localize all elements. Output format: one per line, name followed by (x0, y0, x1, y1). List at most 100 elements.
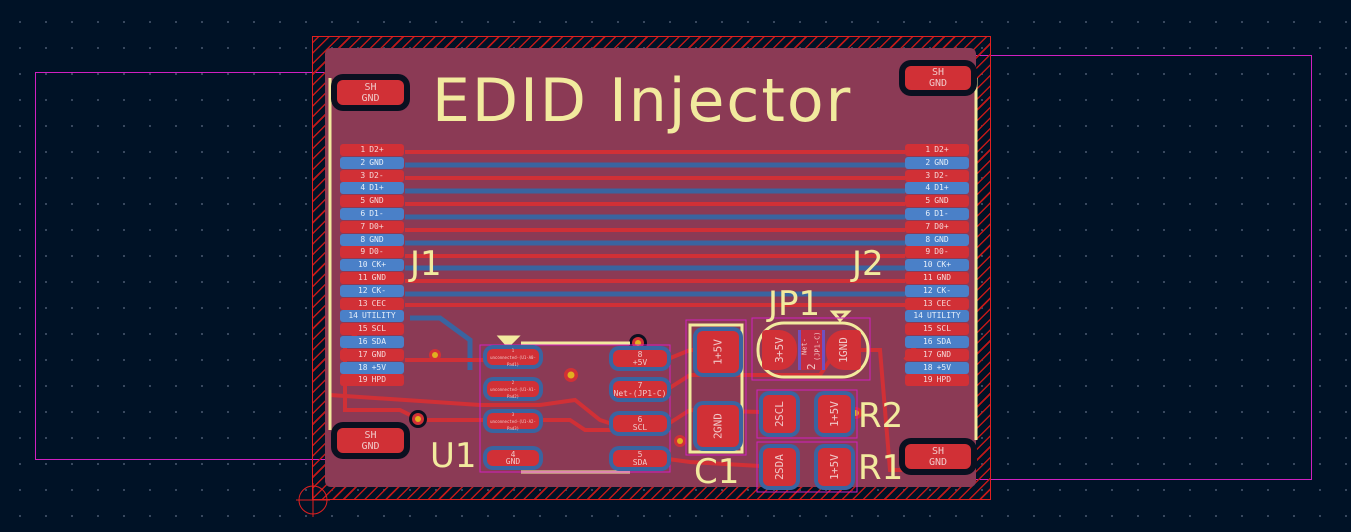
r2-pad-1[interactable]: 1+5V (818, 395, 851, 433)
pad-net: +5V (936, 362, 952, 372)
pad-net: D2+ (934, 145, 949, 154)
jp1-pad-3[interactable]: 3+5V (762, 330, 797, 370)
ref-r1: R1 (858, 448, 904, 488)
pad-net: UTILITY (361, 311, 396, 321)
pad-net: GND (369, 196, 384, 206)
ref-c1: C1 (694, 452, 740, 492)
pad-net: D2+ (369, 145, 384, 154)
pad-net: CK+ (371, 260, 387, 270)
pad-number: 12 (357, 285, 368, 295)
pad-number: 13 (357, 298, 368, 308)
pad-net: D2- (369, 170, 384, 180)
pad-net: SCL (936, 324, 952, 334)
ref-u1: U1 (430, 436, 477, 476)
pad-number: 13 (922, 298, 933, 308)
pad-number: 17 (922, 349, 933, 359)
pad-net: CK- (936, 285, 952, 295)
pad-number: 9 (360, 247, 366, 257)
pad-net: GND (369, 157, 384, 167)
pad-net: CK- (371, 285, 387, 295)
pad-net: D0- (369, 247, 384, 257)
j1-pad-18[interactable]: 18+5V (340, 361, 404, 374)
pad-number: 11 (922, 273, 933, 282)
pad-label: SH (931, 67, 945, 78)
pad-net: Net-(JP1-C) (613, 388, 667, 398)
pad-net: GND (361, 92, 380, 104)
pad-number: 8 (360, 234, 366, 244)
u1-pad-8[interactable]: 8+5V (613, 350, 667, 367)
pad-net: +5V (828, 400, 841, 421)
pad-net: SDA (936, 337, 952, 346)
pad-net: CEC (936, 298, 952, 308)
pad-net: D1- (369, 209, 384, 218)
pad-number: 16 (357, 337, 368, 346)
pad-net: GND (934, 157, 949, 167)
pad-net: unconnected-(U1-A0-Pad1) (490, 354, 536, 367)
pad-net: GND (361, 440, 380, 452)
ref-j1: J1 (410, 244, 442, 284)
pad-net: GND (371, 273, 387, 282)
j2-pad-18[interactable]: 18+5V (905, 361, 969, 374)
c1-pad-1[interactable]: 1+5V (697, 331, 739, 373)
pad-number: 3 (511, 411, 515, 417)
r1-pad-1[interactable]: 1+5V (818, 448, 851, 486)
pad-net: unconnected-(U1-A2-Pad3) (490, 418, 536, 431)
pad-net: SDA (773, 453, 786, 474)
pad-net: UTILITY (926, 311, 961, 321)
pad-net: +5V (632, 357, 648, 367)
